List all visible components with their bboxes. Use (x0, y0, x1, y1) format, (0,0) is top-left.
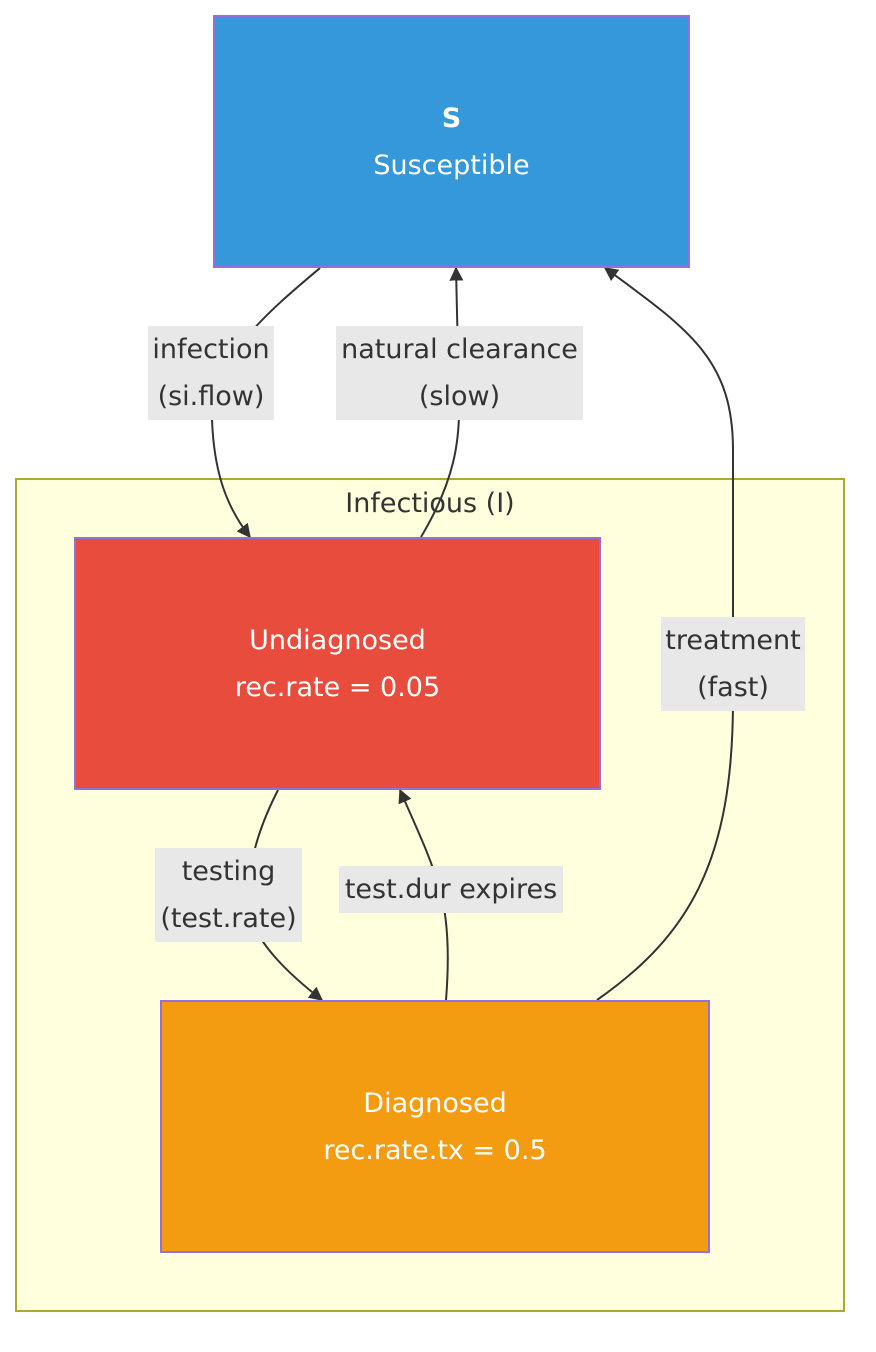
node-diagnosed-rate: rec.rate.tx = 0.5 (323, 1134, 547, 1166)
cluster-title: Infectious (I) (345, 488, 515, 519)
node-undiagnosed-title: Undiagnosed (249, 624, 426, 656)
node-susceptible-symbol: S (441, 102, 462, 134)
node-susceptible: S Susceptible (213, 15, 690, 268)
node-diagnosed-title: Diagnosed (363, 1087, 507, 1119)
node-undiagnosed-rate: rec.rate = 0.05 (234, 671, 441, 703)
edge-label-infection: infection (si.flow) (148, 326, 274, 420)
edge-label-testing: testing (test.rate) (155, 848, 302, 942)
edge-label-natural-clearance: natural clearance (slow) (336, 326, 583, 420)
node-diagnosed: Diagnosed rec.rate.tx = 0.5 (160, 1000, 710, 1253)
node-undiagnosed: Undiagnosed rec.rate = 0.05 (74, 537, 601, 790)
node-susceptible-label: Susceptible (373, 149, 530, 181)
edge-label-test-expires: test.dur expires (339, 866, 563, 913)
edge-label-treatment: treatment (fast) (661, 617, 805, 711)
